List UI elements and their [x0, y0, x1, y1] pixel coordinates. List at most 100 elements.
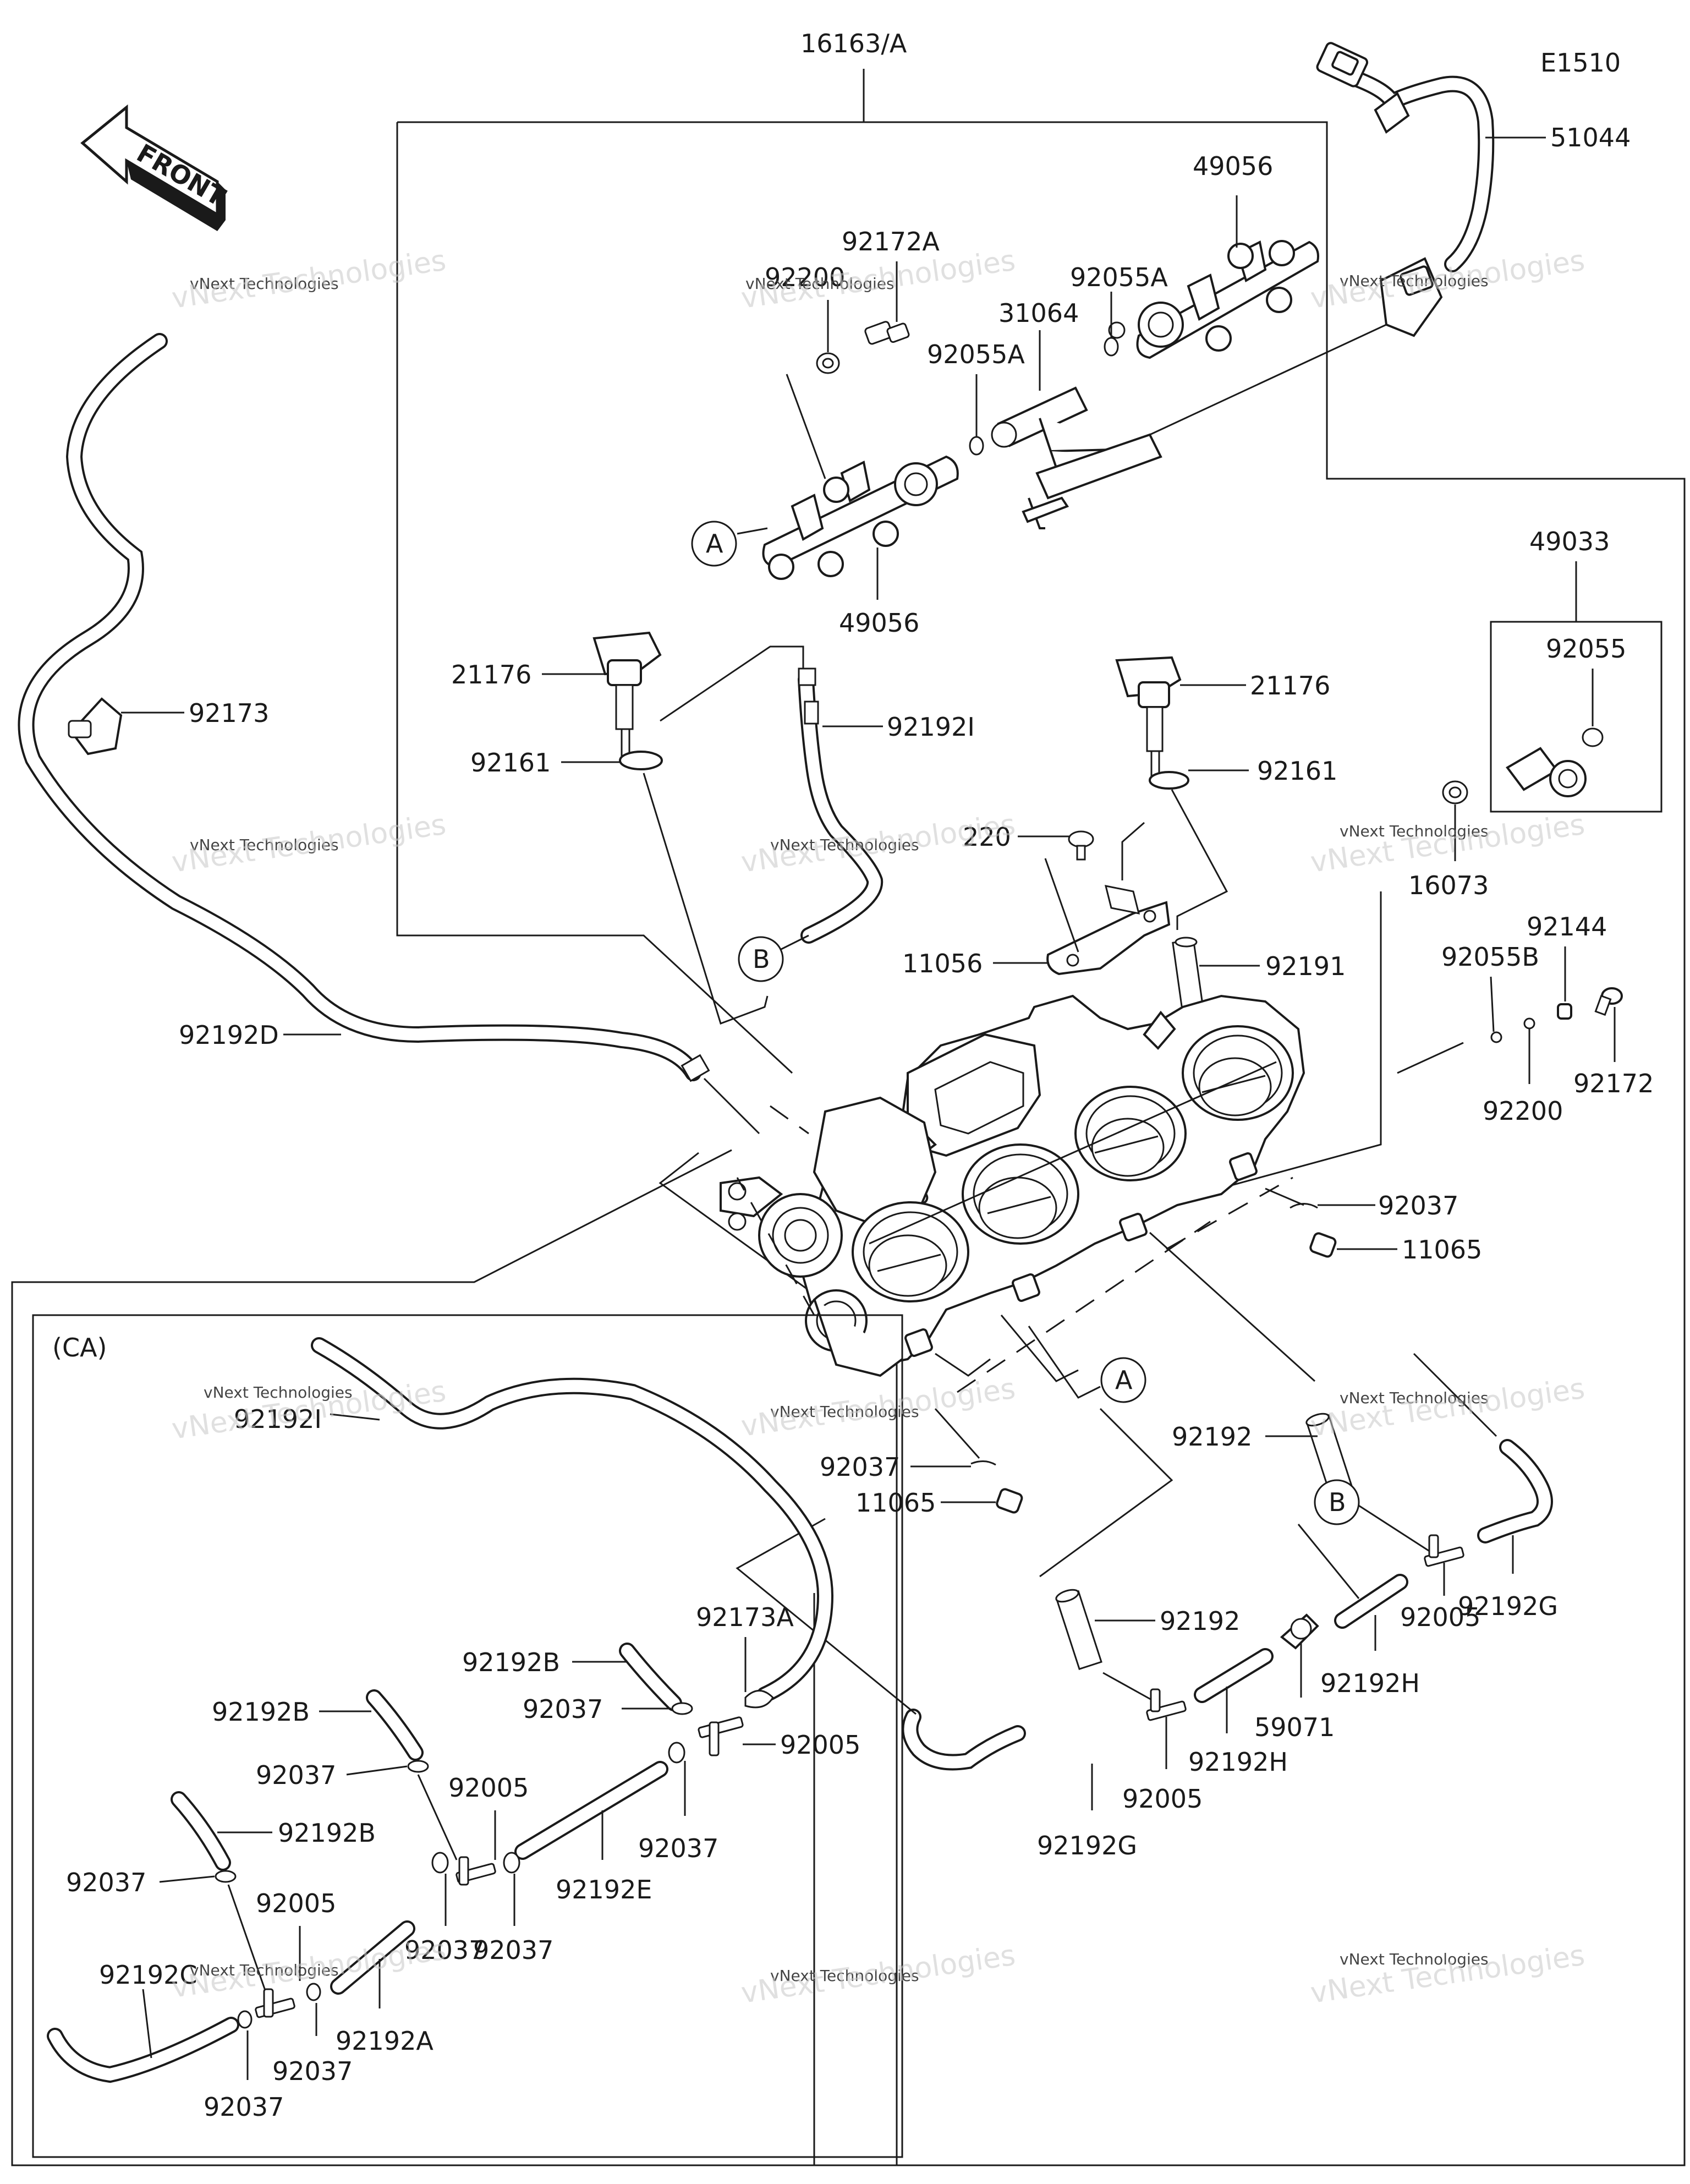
svg-text:vNext Technologies: vNext Technologies — [1308, 808, 1587, 879]
hose-92192D — [18, 333, 760, 1135]
svg-text:vNext Technologies: vNext Technologies — [770, 1403, 919, 1421]
label-92192I: 92192I — [887, 712, 975, 742]
label-51044: 51044 — [1550, 123, 1631, 152]
svg-text:B: B — [753, 944, 770, 974]
label-92172A: 92172A — [842, 227, 940, 256]
ca-label-92005-mid: 92005 — [448, 1773, 529, 1803]
washer-92200-small — [1523, 1017, 1535, 1030]
sensor-21176-left — [592, 631, 663, 770]
ca-clip-92037-a — [671, 1702, 693, 1715]
ca-label-92037-a: 92037 — [523, 1694, 603, 1724]
svg-text:vNext Technologies: vNext Technologies — [169, 244, 448, 315]
label-92161-left: 92161 — [470, 748, 551, 778]
ca-label-92037-f: 92037 — [404, 1935, 485, 1965]
callout-b-upper: B — [738, 934, 809, 982]
label-92192H-lower: 92192H — [1188, 1747, 1288, 1777]
ca-hose-92192A — [330, 1920, 415, 1995]
fuel-hose-51044 — [1149, 42, 1495, 436]
svg-text:vNext Technologies: vNext Technologies — [1308, 244, 1587, 315]
label-92055: 92055 — [1546, 634, 1626, 664]
label-49056-bottom: 49056 — [839, 608, 919, 638]
svg-text:vNext Technologies: vNext Technologies — [1340, 1950, 1489, 1968]
hose-92192-lower — [1055, 1589, 1102, 1671]
label-92037-left: 92037 — [820, 1452, 900, 1482]
box-49033 — [1490, 561, 1662, 813]
fuel-rail-right — [1108, 240, 1319, 359]
ca-inset-label: (CA) — [52, 1333, 107, 1362]
label-11065-right: 11065 — [1402, 1235, 1482, 1265]
hose-92192I — [798, 667, 884, 944]
callout-a-top: A — [691, 521, 768, 567]
svg-text:vNext Technologies: vNext Technologies — [190, 836, 339, 854]
ca-hose-92192B-mid — [366, 1689, 424, 1761]
screw-92172 — [1594, 987, 1623, 1016]
ca-label-92173A: 92173A — [696, 1602, 794, 1632]
ca-label-92192A: 92192A — [336, 2026, 434, 2056]
cap-92144 — [1557, 1003, 1572, 1020]
svg-text:vNext Technologies: vNext Technologies — [739, 1372, 1017, 1443]
svg-text:vNext Technologies: vNext Technologies — [739, 1939, 1017, 2010]
ca-label-92037-e: 92037 — [66, 1868, 146, 1897]
svg-text:A: A — [706, 529, 723, 559]
label-11065-left: 11065 — [855, 1488, 936, 1518]
cap-11065-right — [1309, 1232, 1337, 1258]
label-92144: 92144 — [1527, 912, 1607, 942]
svg-text:vNext Technologies: vNext Technologies — [1308, 1939, 1587, 2010]
label-92005-lower: 92005 — [1122, 1784, 1203, 1814]
label-92055B: 92055B — [1441, 942, 1539, 972]
clip-92037-right — [1290, 1203, 1318, 1209]
svg-text:vNext Technologies: vNext Technologies — [1340, 822, 1489, 840]
svg-text:vNext Technologies: vNext Technologies — [745, 275, 895, 293]
label-92055A-left: 92055A — [927, 340, 1025, 369]
bracket-11056 — [1046, 885, 1171, 976]
label-92005-right: 92005 — [1400, 1602, 1480, 1632]
label-92200-small: 92200 — [1483, 1096, 1563, 1126]
ca-label-92192B-low: 92192B — [278, 1818, 376, 1848]
callout-b-lower: B — [1297, 1479, 1360, 1599]
label-92192H-upper: 92192H — [1320, 1668, 1420, 1698]
sensor-21176-right — [1115, 656, 1189, 790]
tee-92005-lower — [1146, 1688, 1187, 1721]
label-92192G-right: 92192G — [1458, 1591, 1558, 1621]
label-16163A: 16163/A — [800, 29, 907, 58]
ca-label-92192B-top: 92192B — [462, 1647, 560, 1677]
ca-clip-92037-c — [668, 1742, 685, 1764]
label-16073: 16073 — [1408, 871, 1489, 900]
ca-hose-92192E — [514, 1761, 668, 1860]
ca-label-92037-c: 92037 — [638, 1833, 718, 1863]
ca-clip-92173A — [744, 1690, 774, 1709]
ca-clip-92037-g — [306, 1983, 321, 2001]
svg-text:vNext Technologies: vNext Technologies — [1340, 272, 1489, 290]
clip-92173 — [68, 697, 123, 756]
tee-92005-right — [1424, 1534, 1464, 1567]
svg-text:vNext Technologies: vNext Technologies — [190, 275, 339, 293]
svg-text:vNext Technologies: vNext Technologies — [1340, 1389, 1489, 1407]
ca-label-92037-g: 92037 — [272, 2056, 353, 2086]
ca-label-92037-b: 92037 — [256, 1760, 336, 1790]
throttle-body-assembly — [720, 994, 1305, 1377]
ca-clip-92037-e — [215, 1870, 237, 1883]
label-92192D: 92192D — [179, 1020, 279, 1050]
label-92192-lower: 92192 — [1160, 1606, 1240, 1636]
label-59071: 59071 — [1254, 1712, 1335, 1742]
o-ring-92055A-right — [1104, 337, 1119, 357]
label-92055A-right: 92055A — [1070, 262, 1168, 292]
hose-92192H-lower — [1194, 1648, 1274, 1703]
ca-label-92192E: 92192E — [556, 1875, 652, 1904]
ca-label-92192C: 92192C — [99, 1960, 197, 1990]
o-ring-92055B — [1490, 1031, 1502, 1043]
label-21176-left: 21176 — [451, 660, 531, 689]
ca-clip-92037-h — [237, 2010, 253, 2029]
o-ring-92055A-left — [969, 436, 984, 456]
label-49056-top: 49056 — [1193, 151, 1273, 181]
ca-clip-92037-f — [431, 1852, 449, 1874]
hose-92192H-upper — [1334, 1574, 1408, 1629]
ca-label-92037-d: 92037 — [473, 1935, 553, 1965]
cap-11065-left — [996, 1488, 1023, 1514]
ca-inset-box — [32, 1314, 903, 2158]
ca-hose-92192I — [311, 1337, 834, 1703]
svg-text:vNext Technologies: vNext Technologies — [169, 808, 448, 879]
label-92200-top: 92200 — [765, 262, 845, 292]
svg-text:vNext Technologies: vNext Technologies — [204, 1383, 353, 1402]
assembly-outline — [11, 69, 1686, 2166]
